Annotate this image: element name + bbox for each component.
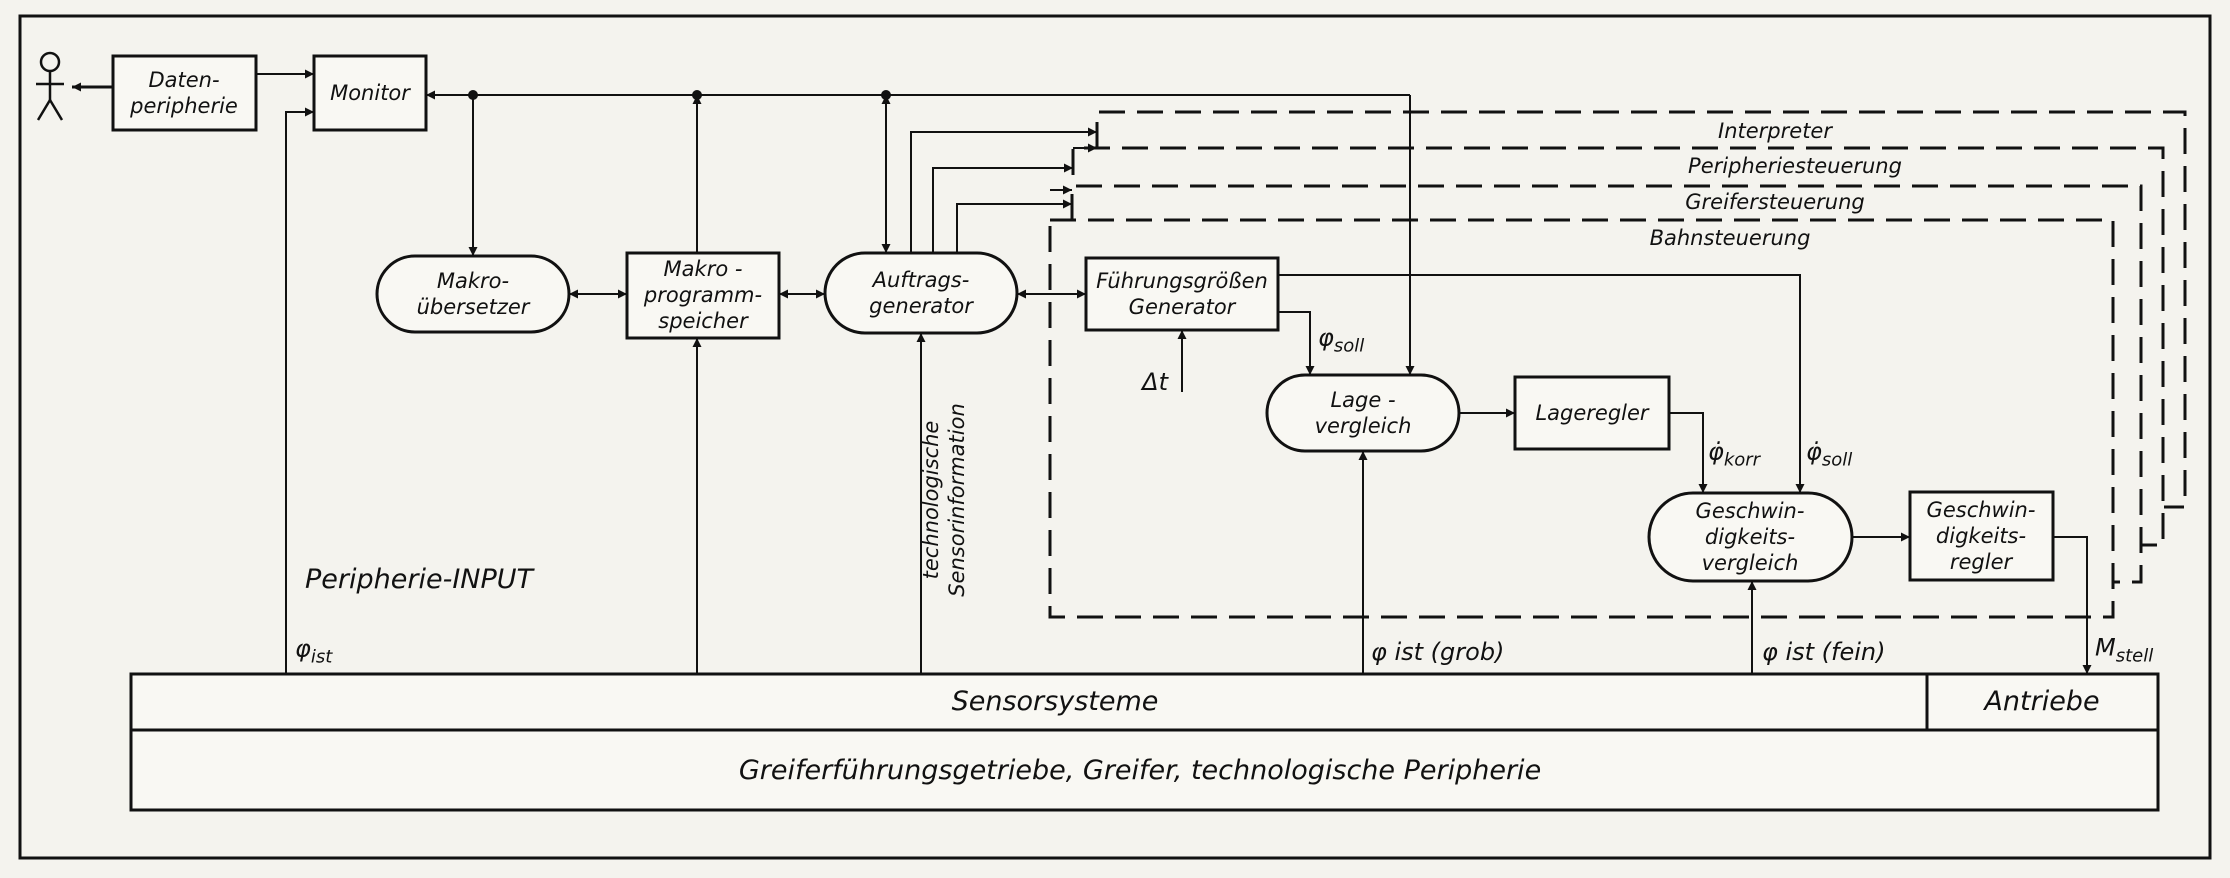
person-icon — [36, 51, 64, 121]
outer-frame — [18, 14, 2212, 860]
arrow-phi-ist-to-monitor — [285, 107, 314, 674]
phi-soll-symbol: φ — [1318, 323, 1334, 352]
label-phi-ist-grob: φ ist (grob) — [1371, 638, 1505, 666]
label-phi-ist: φist — [295, 636, 332, 671]
junction-dot — [881, 90, 891, 100]
label-lageregler: Lageregler — [1535, 401, 1649, 425]
label-antriebe: Antriebe — [1984, 686, 2100, 717]
layer-greifersteuerung-frame — [1070, 184, 2143, 584]
arrow-regler-to-antriebe — [2053, 536, 2092, 674]
label-peripherie-input: Peripherie-INPUT — [305, 564, 534, 595]
label-delta-t: Δt — [1142, 368, 1168, 396]
label-makro-programmspeicher: Makro - programm- speicher — [643, 257, 763, 333]
label-technologische-sensorinformation: technologische Sensorinformation — [919, 403, 969, 597]
label-monitor: Monitor — [330, 81, 410, 105]
label-makro-uebersetzer: Makro- übersetzer — [416, 269, 530, 319]
block-lageregler — [1513, 375, 1671, 451]
label-auftragsgenerator: Auftrags- generator — [869, 268, 973, 318]
label-layer-interpreter: Interpreter — [1718, 119, 1832, 143]
label-m-stell: Mstell — [2095, 635, 2153, 670]
block-antriebe — [1925, 672, 2160, 732]
label-phi-dot-korr: φ̇korr — [1708, 439, 1760, 474]
block-geschwindigkeitsregler — [1908, 490, 2055, 582]
label-geschwindigkeitsvergleich: Geschwin- digkeits- vergleich — [1695, 499, 1805, 575]
layer-interpreter-frame — [1095, 110, 2187, 509]
label-lagevergleich: Lage - vergleich — [1314, 388, 1412, 438]
phi-dot-korr-subscript: korr — [1723, 449, 1761, 471]
label-phi-soll: φsoll — [1318, 325, 1364, 360]
phi-ist-subscript: ist — [310, 646, 333, 668]
arrow-phi-dot-soll — [1278, 274, 1805, 493]
block-datenperipherie — [111, 54, 258, 132]
layer-frames — [1048, 110, 2187, 619]
arrow-lageregler-to-geschwindigkeitsvergleich — [1669, 412, 1708, 493]
label-fuehrungsgroessen-generator: Führungsgrößen Generator — [1096, 269, 1268, 319]
arrow-interpreter-to-auftragsgenerator — [910, 127, 1097, 253]
arrow-phi-soll-to-lagevergleich — [1278, 311, 1315, 375]
label-geschwindigkeitsregler: Geschwin- digkeits- regler — [1926, 498, 2036, 574]
block-fuehrungsgroessen-generator — [1084, 256, 1280, 332]
label-greiferfuehrung: Greiferführungsgetriebe, Greifer, techno… — [738, 755, 1542, 786]
phi-soll-subscript: soll — [1333, 335, 1365, 357]
label-datenperipherie: Daten- peripherie — [130, 68, 238, 118]
block-greiferfuehrung — [129, 728, 2160, 812]
label-layer-greifersteuerung: Greifersteuerung — [1685, 190, 1865, 214]
phi-dot-soll-symbol: φ̇ — [1806, 437, 1822, 466]
m-stell-symbol: M — [2095, 633, 2116, 662]
arrow-peripheriesteuerung-to-auftragsgenerator — [932, 163, 1073, 253]
m-stell-subscript: stell — [2115, 645, 2154, 667]
junction-dot — [692, 90, 702, 100]
junction-dot — [468, 90, 478, 100]
label-phi-dot-soll: φ̇soll — [1806, 439, 1852, 474]
label-layer-peripheriesteuerung: Peripheriesteuerung — [1688, 154, 1902, 178]
layer-peripheriesteuerung-frame — [1071, 146, 2165, 547]
label-layer-bahnsteuerung: Bahnsteuerung — [1649, 226, 1811, 250]
layer-bahnsteuerung-frame — [1048, 218, 2115, 619]
phi-ist-symbol: φ — [295, 634, 311, 663]
phi-dot-korr-symbol: φ̇ — [1708, 437, 1724, 466]
phi-dot-soll-subscript: soll — [1821, 449, 1853, 471]
label-sensorsysteme: Sensorsysteme — [951, 686, 1159, 717]
label-phi-ist-fein: φ ist (fein) — [1762, 638, 1886, 666]
block-makro-programmspeicher — [625, 251, 781, 340]
arrow-greifersteuerung-to-auftragsgenerator — [956, 199, 1072, 253]
